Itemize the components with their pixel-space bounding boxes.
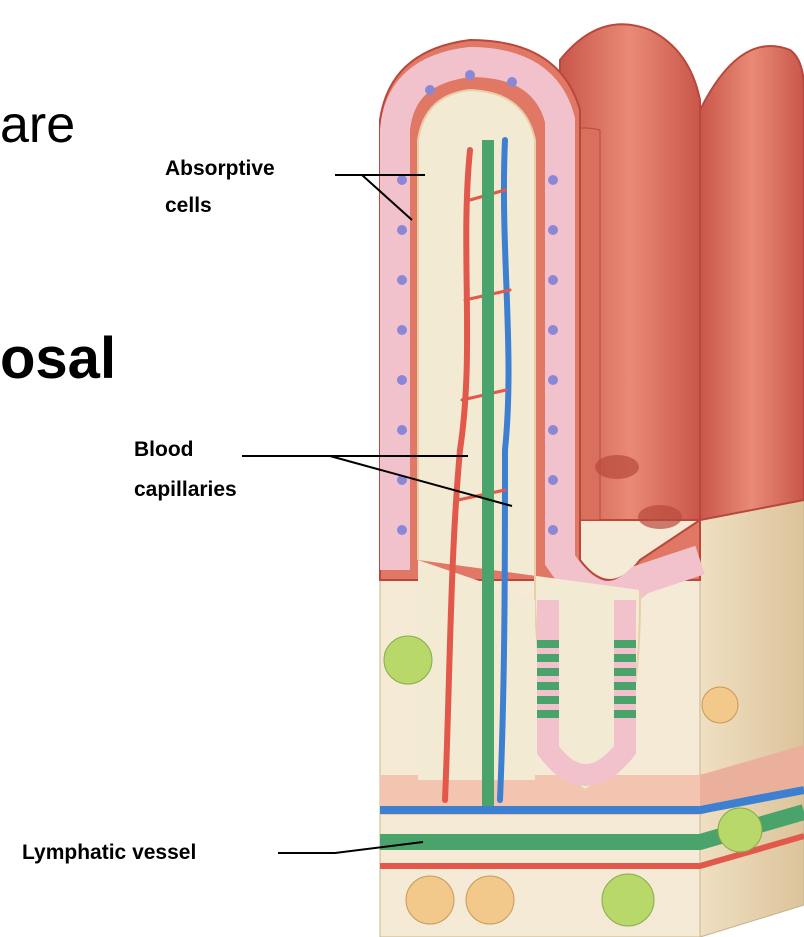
intestinal-villus-illustration: [0, 0, 804, 937]
